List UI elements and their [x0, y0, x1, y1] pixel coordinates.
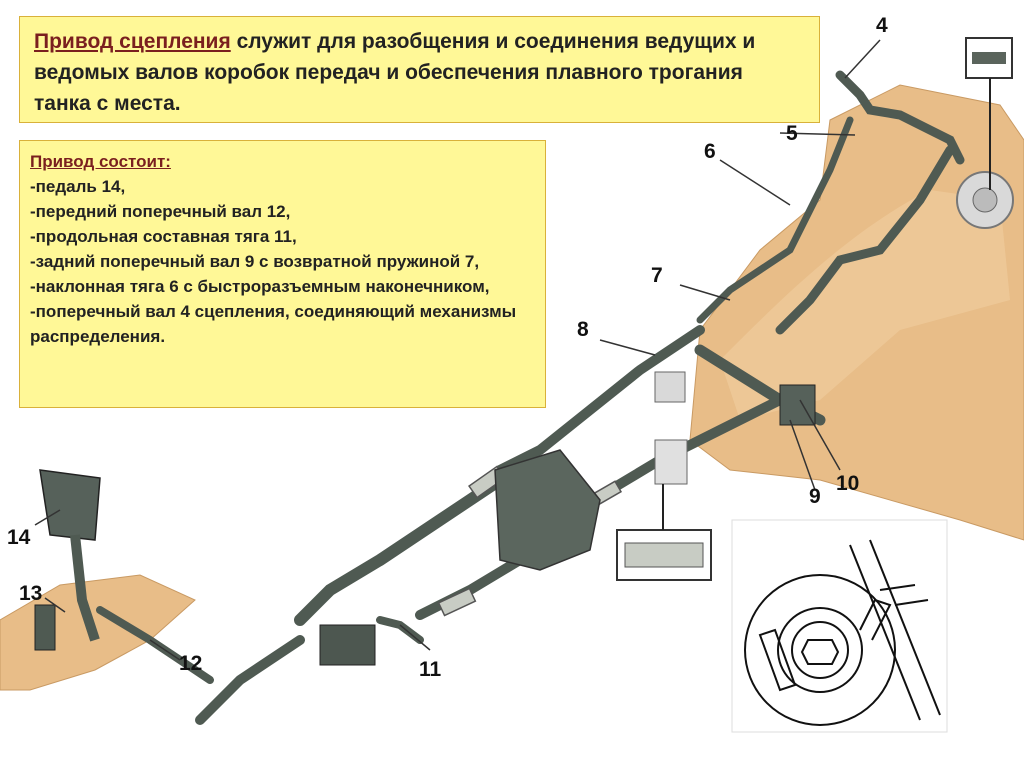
callout-leaders — [34, 39, 881, 661]
composition-item: -поперечный вал 4 сцепления, соединяющий… — [30, 302, 517, 346]
callout-13: 13 — [19, 582, 43, 605]
shaft-support-1 — [654, 371, 686, 403]
title-box: Привод сцепления служит для разобщения и… — [19, 16, 820, 123]
pedal-plate — [39, 469, 101, 541]
callout-7: 7 — [651, 264, 663, 287]
front-bracket — [319, 624, 376, 666]
callout-11: 11 — [419, 658, 442, 681]
composition-heading: Привод состоит: — [30, 152, 171, 171]
detail-drawing — [744, 539, 941, 726]
inset-section-part — [624, 542, 704, 568]
gearbox-disc-inner — [972, 187, 998, 213]
rear-shaft-body — [779, 384, 816, 426]
callout-12: 12 — [179, 652, 203, 675]
callout-6: 6 — [704, 140, 716, 163]
callout-8: 8 — [577, 318, 589, 341]
hull-inner-curve — [720, 190, 1010, 420]
pedal-arm — [70, 534, 100, 642]
rear-bracket — [494, 449, 601, 571]
callout-10: 10 — [836, 472, 860, 495]
pedal-stop — [34, 604, 56, 651]
callout-14: 14 — [7, 526, 31, 549]
composition-item: -педаль 14, — [30, 177, 126, 196]
composition-box: Привод состоит: -педаль 14, -передний по… — [19, 140, 546, 408]
composition-item: -передний поперечный вал 12, — [30, 202, 291, 221]
inset-top-right-part — [972, 52, 1006, 64]
callout-9: 9 — [809, 485, 821, 508]
callout-5: 5 — [786, 122, 798, 145]
title-lead: Привод сцепления — [34, 30, 231, 53]
composition-item: -задний поперечный вал 9 с возвратной пр… — [30, 252, 480, 271]
callout-4: 4 — [876, 14, 888, 37]
shaft-support-2 — [654, 439, 688, 485]
composition-item: -наклонная тяга 6 с быстроразъемным нако… — [30, 277, 490, 296]
title-rest: служит для разобщения и соединения ведущ… — [34, 30, 756, 115]
composition-item: -продольная составная тяга 11, — [30, 227, 297, 246]
